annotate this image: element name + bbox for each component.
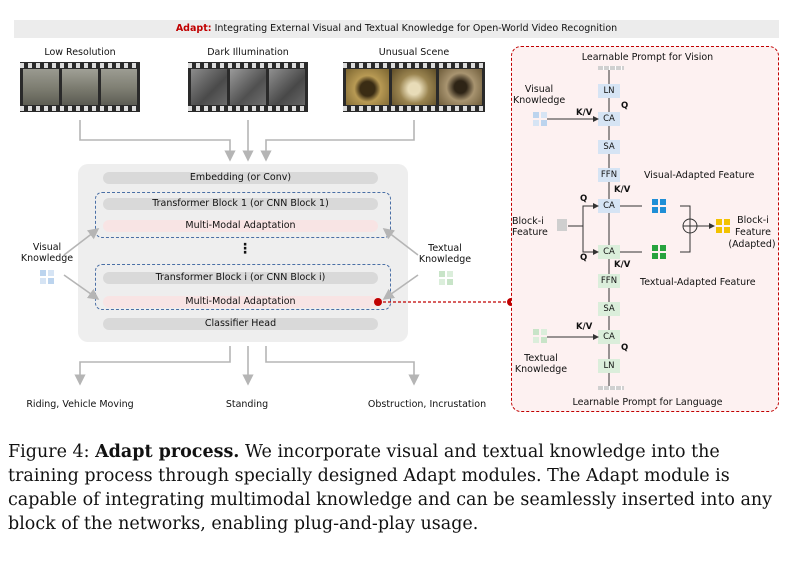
output-label-standing: Standing [225, 399, 269, 410]
language-ca-block-2: CA [598, 245, 620, 259]
input-label-dark-illumination: Dark Illumination [207, 47, 289, 58]
vision-ln-block: LN [598, 84, 620, 98]
vision-ffn-block: FFN [598, 168, 620, 182]
ellipsis-dots: ⋮ [238, 241, 252, 257]
input-label-low-resolution: Low Resolution [44, 47, 116, 58]
adapted-feature-label-line2: Feature [735, 227, 771, 238]
banner-prefix: Adapt: [175, 23, 212, 34]
language-q-label-2: Q [580, 253, 588, 263]
caption-body: We incorporate visual and textual knowle… [8, 442, 773, 534]
film-strip-low-resolution [20, 62, 140, 112]
language-ca-block-1: CA [598, 330, 620, 344]
visual-knowledge-icon [40, 270, 54, 284]
multi-modal-adaptation-1: Multi-Modal Adaptation [103, 220, 378, 232]
textual-adapted-feature-label: Textual-Adapted Feature [640, 277, 756, 288]
vision-q-label-2: Q [580, 194, 588, 204]
output-label-riding: Riding, Vehicle Moving [26, 399, 134, 410]
output-label-obstruction: Obstruction, Incrustation [367, 399, 487, 410]
caption-figure-number: Figure 4: [8, 442, 90, 462]
adapt-module-detail-panel [511, 46, 779, 412]
textual-knowledge-label: Textual Knowledge [418, 243, 472, 265]
language-kv-label-2: K/V [614, 260, 631, 270]
vision-kv-label-1: K/V [576, 108, 593, 118]
vision-ca-block-1: CA [598, 112, 620, 126]
learnable-prompt-vision-label: Learnable Prompt for Vision [581, 52, 714, 63]
block-i-feature-token [557, 219, 567, 231]
adapted-feature-label-line3: (Adapted) [728, 239, 776, 250]
transformer-block-i: Transformer Block i (or CNN Block i) [103, 272, 378, 284]
language-q-label-1: Q [621, 343, 629, 353]
adapted-feature-icon [716, 219, 730, 233]
adapted-feature-label-line1: Block-i [737, 215, 769, 226]
classifier-head: Classifier Head [103, 318, 378, 330]
detail-textual-knowledge-icon [533, 329, 547, 343]
visual-adapted-feature-icon [652, 199, 666, 213]
textual-knowledge-icon [439, 271, 453, 285]
multi-modal-adaptation-i: Multi-Modal Adaptation [103, 296, 378, 308]
block-i-group [95, 264, 391, 310]
caption-title: Adapt process. [95, 442, 240, 462]
vision-ca-block-2: CA [598, 199, 620, 213]
vision-q-label-1: Q [621, 101, 629, 111]
input-label-unusual-scene: Unusual Scene [378, 47, 450, 58]
figure-caption: Figure 4: Adapt process. We incorporate … [8, 440, 790, 536]
textual-adapted-feature-icon [652, 245, 666, 259]
language-ffn-block: FFN [598, 274, 620, 288]
detail-visual-knowledge-icon [533, 112, 547, 126]
adapt-module-connections [547, 70, 715, 386]
vision-kv-label-2: K/V [614, 185, 631, 195]
film-strip-unusual-scene [343, 62, 485, 112]
backbone-panel [78, 164, 408, 342]
block-i-feature-label: Block-i Feature [512, 216, 548, 238]
film-strip-dark-illumination [188, 62, 308, 112]
transformer-block-1: Transformer Block 1 (or CNN Block 1) [103, 198, 378, 210]
detail-textual-knowledge-label: Textual Knowledge [514, 353, 568, 375]
vision-sa-block: SA [598, 140, 620, 154]
visual-adapted-feature-label: Visual-Adapted Feature [644, 170, 755, 181]
visual-knowledge-label: Visual Knowledge [20, 242, 74, 264]
language-ln-block: LN [598, 359, 620, 373]
banner-title: Integrating External Visual and Textual … [214, 23, 618, 34]
language-prompt-tokens [598, 386, 624, 390]
learnable-prompt-language-label: Learnable Prompt for Language [572, 397, 723, 408]
backbone-arrows [63, 120, 511, 386]
detail-visual-knowledge-label: Visual Knowledge [513, 84, 566, 106]
language-kv-label-1: K/V [576, 322, 593, 332]
figure-banner: Adapt: Integrating External Visual and T… [14, 20, 779, 38]
block-1-group [95, 192, 391, 238]
embedding-layer: Embedding (or Conv) [103, 172, 378, 184]
language-sa-block: SA [598, 302, 620, 316]
vision-prompt-tokens [598, 66, 624, 70]
